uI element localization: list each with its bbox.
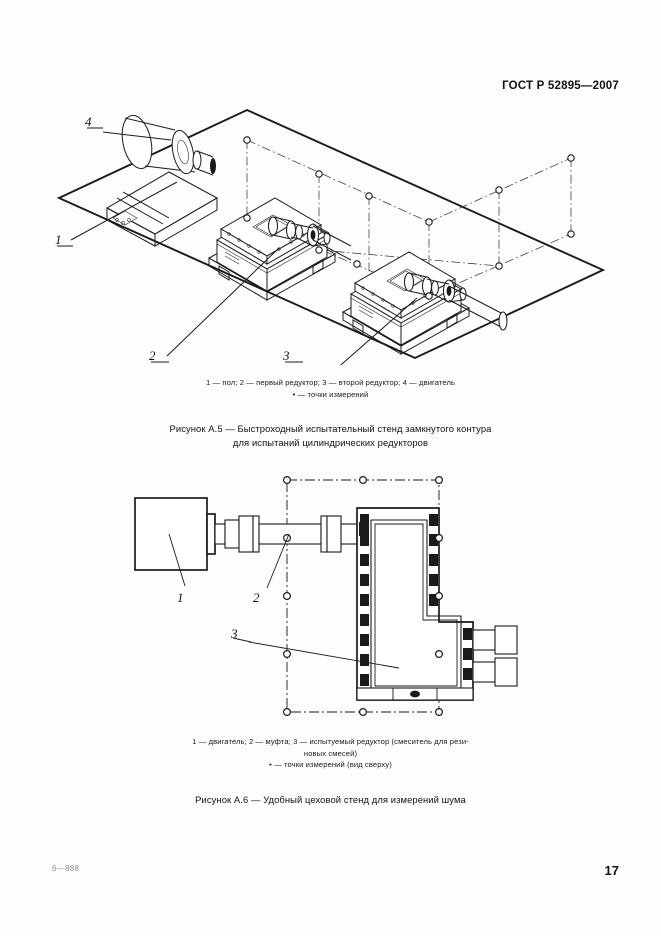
figure-a6-legend: 1 — двигатель; 2 — муфта; 3 — испытуемый…	[0, 736, 661, 771]
figure-a6-caption-line1: Рисунок А.6 — Удобный цеховой стенд для …	[195, 793, 466, 805]
figure-a6-legend-line2: новых смесей)	[303, 748, 358, 758]
figure-a5-caption-line2: для испытаний цилиндрических редукторов	[232, 437, 429, 448]
callout-2: 2	[253, 590, 260, 605]
figure-a5-caption-line1: Рисунок А.5 — Быстроходный испытательный…	[169, 423, 492, 434]
callout-4: 4	[85, 114, 92, 129]
figure-a5-legend-line1: 1 — пол; 2 — первый редуктор; 3 — второй…	[205, 378, 456, 387]
callout-2: 2	[149, 348, 156, 363]
standard-header: ГОСТ Р 52895—2007	[502, 80, 619, 92]
figure-a5: .ln { fill:none; stroke:#1a1a1a; stroke-…	[0, 100, 661, 450]
figure-a5-legend-line2: • — точки измерений	[292, 389, 369, 399]
figure-a5-legend: 1 — пол; 2 — первый редуктор; 3 — второй…	[0, 377, 661, 400]
gearbox-housing	[355, 507, 518, 701]
motor-unit	[105, 114, 218, 247]
callout-3: 3	[282, 348, 290, 363]
figure-a5-drawing: .ln { fill:none; stroke:#1a1a1a; stroke-…	[55, 108, 605, 365]
figure-a5-callouts: 4 1 2 3	[55, 114, 417, 365]
figure-a6-drawing: .l2 { fill:none; stroke:#1a1a1a; stroke-…	[133, 476, 518, 717]
figure-a6-legend-line3: • — точки измерений (вид сверху)	[269, 760, 392, 769]
footer-print-mark: 6—888	[52, 864, 80, 873]
measurement-points	[242, 136, 575, 300]
motor-block	[133, 497, 226, 571]
figure-a6: .l2 { fill:none; stroke:#1a1a1a; stroke-…	[0, 462, 661, 807]
page-number: 17	[604, 863, 619, 878]
figure-a5-caption: Рисунок А.5 — Быстроходный испытательный…	[0, 422, 661, 450]
figure-a6-callouts: 1 2 3	[168, 533, 399, 669]
figure-a6-legend-line1: 1 — двигатель; 2 — муфта; 3 — испытуемый…	[192, 737, 469, 746]
measurement-points	[282, 476, 443, 717]
callout-3: 3	[230, 626, 238, 641]
torsion-shaft	[312, 225, 507, 331]
figure-a6-caption: Рисунок А.6 — Удобный цеховой стенд для …	[0, 793, 661, 807]
callout-1: 1	[177, 590, 184, 605]
callout-1: 1	[55, 232, 62, 247]
coupling-assembly	[223, 515, 358, 553]
